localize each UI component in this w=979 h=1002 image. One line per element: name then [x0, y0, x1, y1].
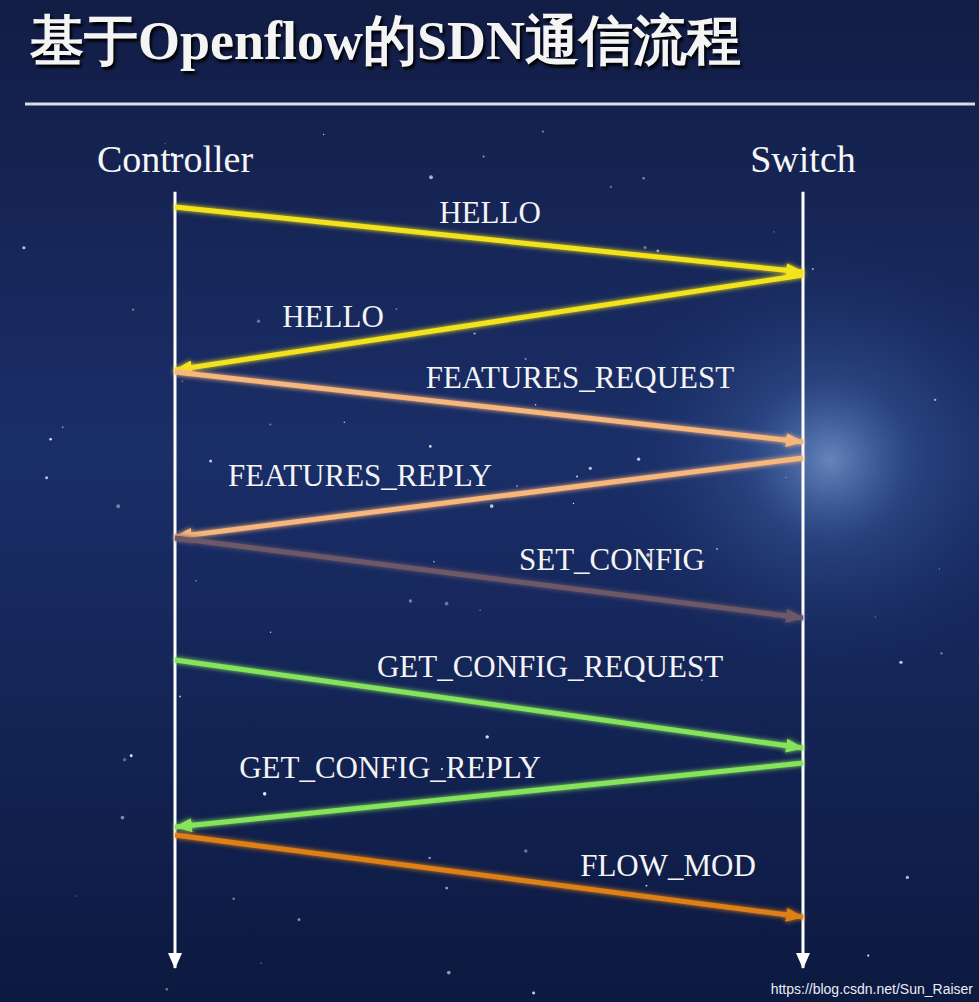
star — [473, 332, 475, 334]
star — [45, 476, 48, 479]
star — [428, 857, 430, 859]
star — [429, 445, 432, 448]
message-label: FEATURES_REQUEST — [426, 362, 734, 395]
star — [298, 918, 301, 921]
star — [642, 177, 645, 180]
message-arrow — [175, 835, 803, 917]
star — [270, 631, 272, 633]
star — [22, 246, 25, 249]
star — [535, 404, 537, 406]
star — [785, 477, 786, 478]
message-label: GET_CONFIG_REPLY — [239, 752, 541, 785]
message-arrow — [175, 458, 803, 537]
participant-name: Switch — [750, 138, 856, 182]
star — [62, 426, 64, 428]
star — [447, 971, 451, 975]
star — [75, 895, 76, 896]
star — [445, 602, 449, 606]
star — [179, 696, 181, 698]
star — [643, 246, 646, 249]
star — [716, 548, 718, 550]
stars — [22, 130, 942, 994]
star — [485, 735, 488, 738]
participant-name: Controller — [97, 138, 253, 182]
star — [940, 652, 942, 654]
title-rule — [25, 103, 975, 106]
message-label: GET_CONFIG_REQUEST — [377, 651, 723, 684]
star — [232, 897, 235, 900]
lifeline — [802, 192, 805, 968]
star — [195, 580, 197, 582]
star — [445, 887, 448, 890]
star — [479, 609, 481, 611]
star — [773, 231, 775, 233]
star — [116, 504, 120, 508]
star — [532, 992, 535, 995]
message-label: FEATURES_REPLY — [228, 460, 492, 493]
star — [899, 661, 902, 664]
star — [542, 130, 544, 132]
lifeline — [173, 192, 176, 968]
star — [656, 250, 659, 253]
star — [906, 876, 909, 879]
star — [132, 308, 134, 310]
star — [257, 319, 260, 322]
star — [589, 467, 592, 470]
star — [344, 422, 345, 423]
star — [524, 358, 526, 360]
star — [637, 457, 640, 460]
participant-header: Switch — [746, 136, 860, 184]
watermark: https://blog.csdn.net/Sun_Raiser — [771, 981, 973, 997]
participant-header: Controller — [93, 136, 257, 184]
star — [483, 155, 485, 157]
star — [121, 816, 125, 820]
star — [263, 792, 267, 796]
star — [130, 754, 133, 757]
star — [524, 849, 528, 853]
star — [182, 381, 183, 382]
star — [490, 504, 494, 508]
star — [875, 616, 876, 617]
star — [939, 568, 940, 569]
star — [49, 438, 52, 441]
star — [323, 134, 324, 135]
message-label: SET_CONFIG — [519, 544, 705, 577]
message-arrow — [175, 275, 803, 370]
star — [812, 268, 814, 270]
star — [261, 963, 262, 964]
star — [409, 599, 412, 602]
star — [395, 308, 397, 310]
star — [516, 485, 518, 487]
star — [573, 503, 574, 504]
star — [934, 399, 936, 401]
star — [576, 475, 578, 477]
star — [429, 175, 433, 179]
message-arrow — [175, 538, 803, 618]
star — [646, 885, 648, 887]
star — [433, 561, 434, 562]
star — [610, 186, 612, 188]
message-label: HELLO — [282, 301, 384, 334]
star — [166, 988, 168, 990]
star — [269, 424, 271, 426]
star — [867, 954, 869, 956]
star — [209, 459, 212, 462]
star — [123, 758, 127, 762]
diagram-title: 基于Openflow的SDN通信流程 — [30, 6, 741, 76]
message-label: FLOW_MOD — [580, 850, 756, 883]
message-label: HELLO — [439, 197, 541, 230]
